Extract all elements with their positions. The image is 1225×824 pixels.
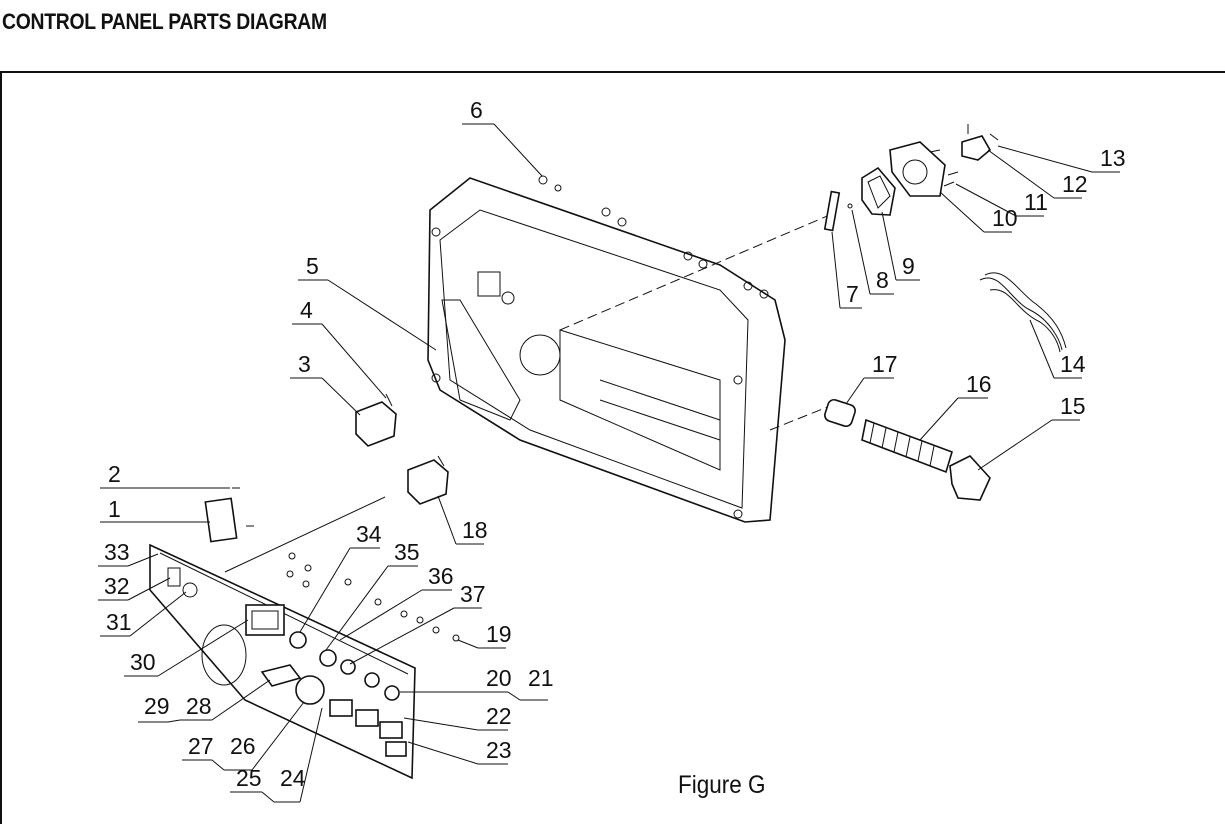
callout-5: 5	[298, 253, 437, 351]
svg-text:15: 15	[1060, 393, 1086, 419]
callout-27: 27	[182, 733, 225, 771]
callout-13: 13	[997, 145, 1126, 173]
front-panel	[149, 496, 460, 780]
svg-text:25: 25	[236, 765, 262, 791]
svg-text:17: 17	[872, 351, 898, 377]
callout-24: 24	[274, 707, 323, 803]
callout-21: 21	[507, 665, 554, 701]
figure-label: Figure G	[678, 771, 766, 799]
fuel-hose-assembly	[824, 398, 991, 501]
callout-1: 1	[100, 496, 210, 523]
callout-36: 36	[339, 563, 454, 641]
svg-text:8: 8	[876, 267, 889, 293]
cover-assembly	[823, 124, 999, 232]
svg-text:35: 35	[394, 539, 420, 565]
svg-text:3: 3	[298, 351, 311, 377]
callout-4: 4	[292, 297, 387, 399]
svg-text:4: 4	[300, 297, 313, 323]
svg-text:36: 36	[428, 563, 454, 589]
svg-text:28: 28	[186, 693, 212, 719]
frame-left-border	[0, 71, 2, 824]
callout-25: 25	[230, 765, 275, 803]
svg-text:27: 27	[188, 733, 214, 759]
top-nuts	[538, 175, 769, 299]
callout-7: 7	[831, 231, 862, 309]
callout-23: 23	[407, 737, 512, 765]
callout-17: 17	[845, 351, 898, 405]
svg-text:12: 12	[1062, 171, 1088, 197]
control-panel-housing	[427, 177, 786, 523]
svg-text:31: 31	[106, 609, 132, 635]
svg-text:29: 29	[144, 693, 170, 719]
callout-14: 14	[1029, 319, 1086, 379]
mounting-brackets	[355, 393, 449, 505]
callout-32: 32	[98, 573, 171, 601]
svg-text:16: 16	[966, 371, 992, 397]
svg-text:6: 6	[470, 97, 483, 123]
callout-30: 30	[124, 619, 249, 677]
svg-text:32: 32	[104, 573, 130, 599]
callout-22: 22	[403, 703, 512, 731]
callout-9: 9	[881, 211, 920, 281]
svg-text:21: 21	[528, 665, 554, 691]
svg-text:2: 2	[108, 461, 121, 487]
svg-text:19: 19	[486, 621, 512, 647]
svg-text:14: 14	[1060, 351, 1086, 377]
svg-text:10: 10	[992, 205, 1018, 231]
svg-text:1: 1	[108, 496, 121, 522]
explode-line-lower	[769, 405, 831, 431]
callout-31: 31	[100, 591, 187, 637]
svg-text:37: 37	[460, 581, 486, 607]
callout-37: 37	[349, 581, 486, 665]
wire-harness	[979, 272, 1067, 353]
svg-text:7: 7	[846, 281, 859, 307]
svg-text:20: 20	[486, 665, 512, 691]
callout-20: 20	[400, 665, 512, 693]
svg-text:9: 9	[902, 253, 915, 279]
callout-29: 29	[138, 693, 181, 723]
callout-19: 19	[457, 621, 512, 649]
small-module	[204, 487, 254, 543]
frame-top-border	[0, 71, 1225, 73]
callout-18: 18	[437, 495, 488, 545]
svg-text:18: 18	[462, 517, 488, 543]
callout-8: 8	[851, 209, 894, 295]
callout-35: 35	[325, 539, 420, 651]
explode-line-upper	[559, 213, 833, 331]
callout-28: 28	[180, 679, 271, 721]
callout-6: 6	[462, 97, 543, 177]
svg-text:5: 5	[306, 253, 319, 279]
svg-text:23: 23	[486, 737, 512, 763]
callout-33: 33	[98, 539, 159, 567]
callout-15: 15	[977, 393, 1086, 471]
callout-34: 34	[299, 521, 382, 633]
callout-26: 26	[224, 701, 305, 771]
svg-text:26: 26	[230, 733, 256, 759]
callout-12: 12	[987, 149, 1088, 199]
svg-text:34: 34	[356, 521, 382, 547]
svg-text:13: 13	[1100, 145, 1126, 171]
callout-11: 11	[955, 183, 1048, 217]
svg-text:22: 22	[486, 703, 512, 729]
callout-3: 3	[290, 351, 361, 416]
svg-text:33: 33	[104, 539, 130, 565]
callout-16: 16	[919, 371, 992, 441]
page-title: CONTROL PANEL PARTS DIAGRAM	[2, 9, 327, 34]
svg-text:24: 24	[280, 765, 306, 791]
svg-text:11: 11	[1024, 189, 1048, 215]
svg-text:30: 30	[130, 649, 156, 675]
callout-2: 2	[100, 461, 230, 489]
callout-10: 10	[939, 191, 1018, 233]
